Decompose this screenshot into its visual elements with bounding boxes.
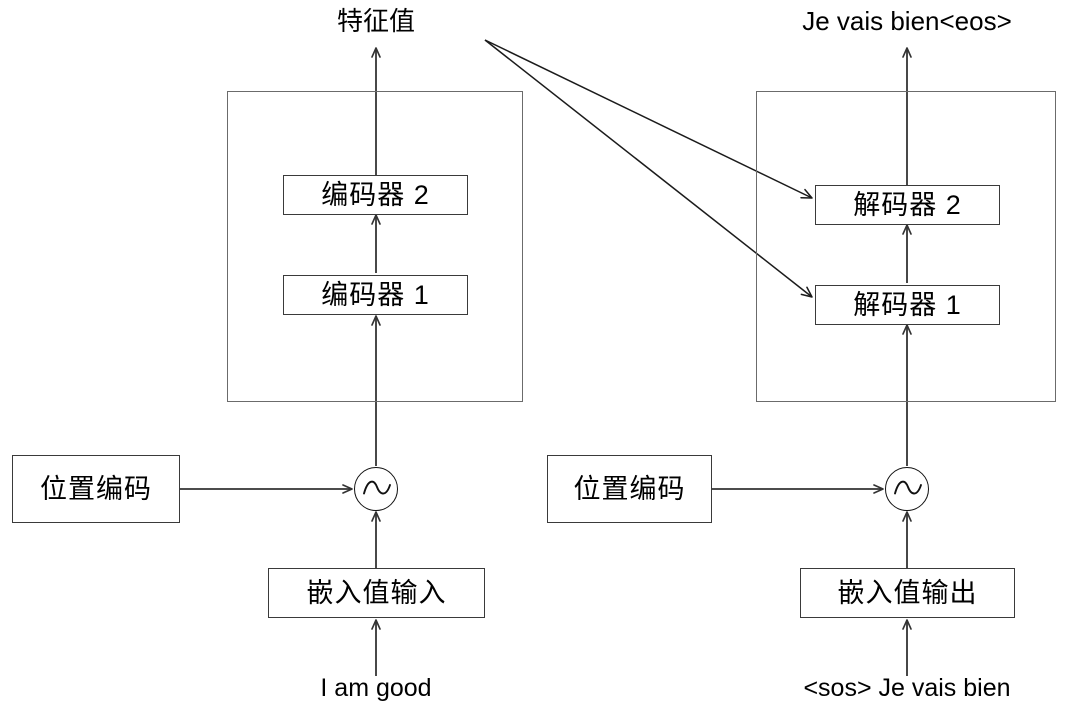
output-embedding-box[interactable]: 嵌入值输出 <box>800 568 1015 618</box>
positional-encoding-label-encoder: 位置编码 <box>40 473 152 504</box>
decoder-input-text: <sos> Je vais bien <box>803 674 1011 702</box>
positional-encoding-box-encoder[interactable]: 位置编码 <box>12 455 180 523</box>
decoder-block-1[interactable]: 解码器 1 <box>815 285 1000 325</box>
encoder-block-1[interactable]: 编码器 1 <box>283 275 468 315</box>
encoder-stack-container <box>227 91 523 402</box>
encoder-input-text: I am good <box>320 674 432 702</box>
positional-encoding-label-decoder: 位置编码 <box>573 473 686 504</box>
decoder-output-label: Je vais bien<eos> <box>802 6 1012 36</box>
input-embedding-box[interactable]: 嵌入值输入 <box>268 568 485 618</box>
positional-encoding-box-decoder[interactable]: 位置编码 <box>547 455 712 523</box>
output-embedding-label: 嵌入值输出 <box>837 577 978 608</box>
sine-wave-icon <box>894 480 922 495</box>
encoder-sum-node <box>354 467 398 511</box>
input-embedding-label: 嵌入值输入 <box>306 577 447 608</box>
decoder-stack-container <box>756 91 1056 402</box>
encoder-block-1-label: 编码器 1 <box>321 279 430 310</box>
decoder-block-2[interactable]: 解码器 2 <box>815 185 1000 225</box>
encoder-block-2-label: 编码器 2 <box>321 179 430 210</box>
sine-wave-icon <box>363 480 391 495</box>
decoder-block-1-label: 解码器 1 <box>853 289 962 320</box>
decoder-block-2-label: 解码器 2 <box>853 189 962 220</box>
decoder-sum-node <box>885 467 929 511</box>
encoder-output-label: 特征值 <box>336 6 415 36</box>
encoder-block-2[interactable]: 编码器 2 <box>283 175 468 215</box>
